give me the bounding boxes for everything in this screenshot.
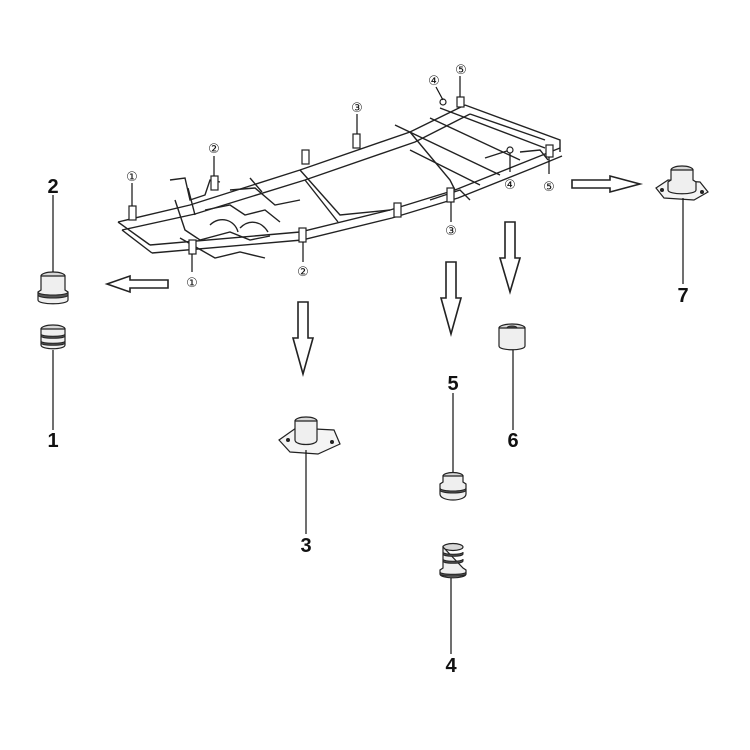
callout-3-upper: ③ xyxy=(351,101,363,116)
part-5-bushing xyxy=(439,471,467,501)
callout-1-upper: ① xyxy=(126,170,138,185)
part-1-label: 1 xyxy=(47,430,58,452)
part-5-label: 5 xyxy=(447,373,458,395)
frame-mount-points xyxy=(128,96,554,255)
part-4-bushing xyxy=(439,542,467,579)
callout-3-lower: ③ xyxy=(445,224,457,239)
callout-1-lower: ① xyxy=(186,276,198,291)
callout-4-upper: ④ xyxy=(428,74,440,89)
arrow-down-part3 xyxy=(291,301,315,377)
arrow-down-part6 xyxy=(498,221,522,295)
arrow-left xyxy=(104,274,169,294)
arrow-right xyxy=(571,174,644,194)
direction-arrows xyxy=(104,174,644,377)
callout-2-lower: ② xyxy=(297,265,309,280)
callout-5-upper: ⑤ xyxy=(455,63,467,78)
part-6-label: 6 xyxy=(507,430,518,452)
part-7-label: 7 xyxy=(677,285,688,307)
part-3-label: 3 xyxy=(300,535,311,557)
part-7-mount xyxy=(655,165,709,201)
arrow-down-part5 xyxy=(439,261,463,337)
part-4-label: 4 xyxy=(445,655,457,677)
chassis-frame xyxy=(117,104,563,259)
part-2-bushing xyxy=(37,271,69,305)
callout-4-lower: ④ xyxy=(504,178,516,193)
part-3-mount xyxy=(278,416,341,455)
part-6-bushing xyxy=(498,323,526,351)
part-1-bushing xyxy=(40,324,66,350)
callout-5-lower: ⑤ xyxy=(543,180,555,195)
callout-2-upper: ② xyxy=(208,142,220,157)
frame-callouts: ① ① ② ② ③ ③ ④ ④ ⑤ ⑤ xyxy=(126,63,555,291)
part-2-label: 2 xyxy=(47,176,58,198)
